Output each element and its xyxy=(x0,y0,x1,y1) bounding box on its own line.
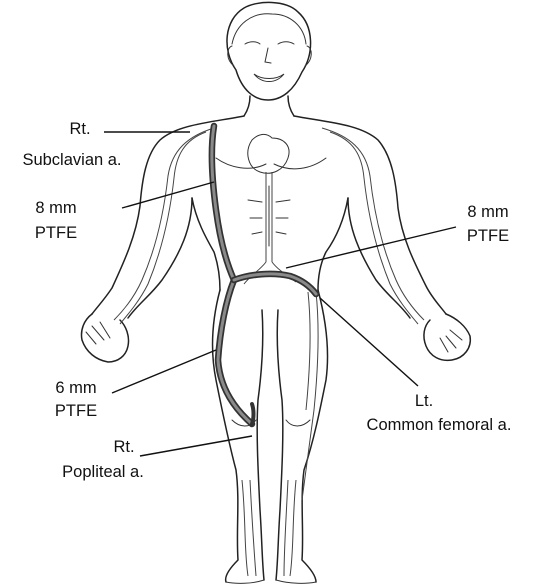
label-graft-8mm-left-line2: PTFE xyxy=(467,227,509,245)
label-graft-8mm-right-line1: 8 mm xyxy=(35,199,76,217)
label-popliteal-line2: Popliteal a. xyxy=(62,463,144,481)
human-figure xyxy=(81,2,470,583)
labels: Rt. Subclavian a. 8 mm PTFE 8 mm PTFE 6 … xyxy=(22,120,511,481)
label-graft-8mm-right-line2: PTFE xyxy=(35,224,77,242)
pointer-femoral xyxy=(320,298,418,386)
label-graft-6mm-line1: 6 mm xyxy=(55,379,96,397)
pointer-graft-6mm xyxy=(112,350,216,393)
label-subclavian-line2: Subclavian a. xyxy=(22,151,121,169)
label-femoral-line2: Common femoral a. xyxy=(367,416,512,434)
pointer-popliteal xyxy=(140,436,252,456)
label-femoral-line1: Lt. xyxy=(415,392,433,410)
label-popliteal-line1: Rt. xyxy=(113,438,134,456)
graft-femoral-crossover xyxy=(234,274,316,294)
graft-popliteal-end xyxy=(252,404,254,424)
pointer-graft-8mm-right xyxy=(122,182,214,208)
label-subclavian-line1: Rt. xyxy=(69,120,90,138)
pointer-graft-8mm-left xyxy=(286,227,456,268)
label-graft-6mm-line2: PTFE xyxy=(55,402,97,420)
label-graft-8mm-left-line1: 8 mm xyxy=(467,203,508,221)
